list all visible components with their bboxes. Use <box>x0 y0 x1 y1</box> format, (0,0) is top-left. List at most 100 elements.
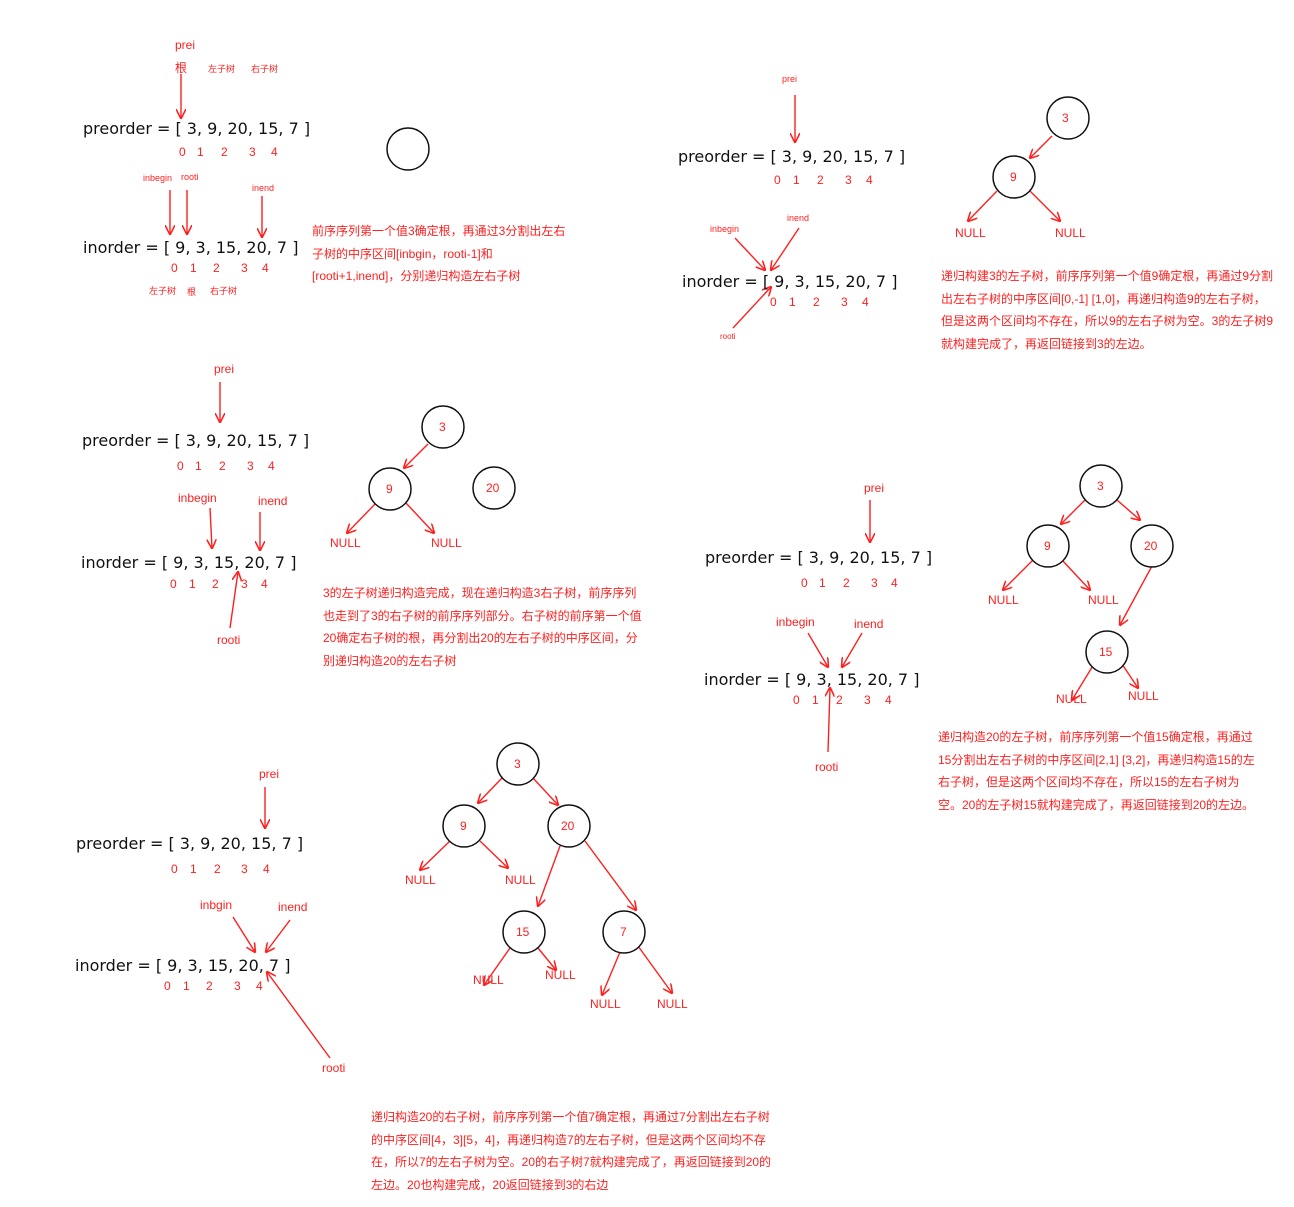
inorder-index-2: 2 <box>206 979 213 993</box>
inorder-index-1: 1 <box>189 577 196 591</box>
inbegin-label: inbegin <box>710 224 740 234</box>
node-3 <box>1046 96 1090 140</box>
preorder-index-1: 1 <box>195 459 202 473</box>
left-subtree-label: 左子树 <box>149 286 177 296</box>
inorder-index-0: 0 <box>170 577 177 591</box>
preorder-index-2: 2 <box>219 459 226 473</box>
node-9-value: 9 <box>1044 539 1051 553</box>
prei-label: prei <box>175 38 196 52</box>
preorder-array: preorder = [ 3, 9, 20, 15, 7 ] <box>76 834 304 853</box>
null-leaf: NULL <box>405 873 436 887</box>
prei-label: prei <box>864 481 885 495</box>
inorder-index-1: 1 <box>183 979 190 993</box>
node-9-value: 9 <box>1010 170 1017 184</box>
step-4-description: 递归构造20的左子树，前序序列第一个值15确定根，再通过15分割出左右子树的中序… <box>938 730 1255 812</box>
preorder-index-3: 3 <box>241 862 248 876</box>
inorder-array: inorder = [ 9, 3, 15, 20, 7 ] <box>83 238 299 257</box>
inorder-index-3: 3 <box>234 979 241 993</box>
preorder-index-2: 2 <box>221 145 228 159</box>
node-20-value: 20 <box>1144 539 1158 553</box>
preorder-index-2: 2 <box>843 576 850 590</box>
preorder-index-0: 0 <box>171 862 178 876</box>
inorder-index-2: 2 <box>213 261 220 275</box>
null-leaf: NULL <box>545 968 576 982</box>
panel-3-tree-edges <box>347 443 434 533</box>
node-15 <box>1085 630 1129 674</box>
node-20-value: 20 <box>486 481 500 495</box>
node-20 <box>472 466 516 510</box>
inorder-index-3: 3 <box>864 693 871 707</box>
inorder-array: inorder = [ 9, 3, 15, 20, 7 ] <box>81 553 297 572</box>
null-leaf: NULL <box>955 226 986 240</box>
node-9 <box>992 155 1036 199</box>
null-leaf: NULL <box>505 873 536 887</box>
panel-1-pointers <box>170 74 262 237</box>
preorder-array: preorder = [ 3, 9, 20, 15, 7 ] <box>705 548 933 567</box>
inend-label: inend <box>787 213 810 223</box>
rooti-label: rooti <box>322 1061 346 1075</box>
panel-4-tree-edges <box>1003 499 1153 700</box>
panel-2-tree-nodes <box>992 96 1090 199</box>
inbegin-label: inbegin <box>143 173 173 183</box>
inbegin-label: inbegin <box>776 615 815 629</box>
inend-label: inend <box>278 900 308 914</box>
panel-2-tree-edges <box>968 135 1060 221</box>
rooti-label: rooti <box>181 172 199 182</box>
root-label: 根 <box>175 61 188 75</box>
inorder-index-3: 3 <box>241 577 248 591</box>
preorder-index-4: 4 <box>891 576 898 590</box>
node-3 <box>496 742 540 786</box>
preorder-array: preorder = [ 3, 9, 20, 15, 7 ] <box>82 431 310 450</box>
preorder-index-3: 3 <box>249 145 256 159</box>
panel-5-tree-nodes <box>442 742 646 954</box>
root-label: 根 <box>187 287 197 297</box>
null-leaf: NULL <box>1056 692 1087 706</box>
inorder-index-0: 0 <box>770 295 777 309</box>
inend-label: inend <box>854 617 884 631</box>
inorder-array: inorder = [ 9, 3, 15, 20, 7 ] <box>704 670 920 689</box>
inorder-index-4: 4 <box>262 261 269 275</box>
panel-5-tree-edges <box>420 777 672 995</box>
null-leaf: NULL <box>1088 593 1119 607</box>
inorder-index-0: 0 <box>164 979 171 993</box>
panel-4-tree-nodes <box>1026 464 1174 674</box>
preorder-index-0: 0 <box>774 173 781 187</box>
preorder-index-2: 2 <box>214 862 221 876</box>
inorder-index-2: 2 <box>212 577 219 591</box>
right-subtree-label: 右子树 <box>251 64 279 74</box>
node-3 <box>1079 464 1123 508</box>
panel-3-pointers <box>210 382 260 629</box>
null-leaf: NULL <box>330 536 361 550</box>
node-20-value: 20 <box>561 819 575 833</box>
inend-label: inend <box>258 494 288 508</box>
preorder-array: preorder = [ 3, 9, 20, 15, 7 ] <box>83 119 311 138</box>
prei-label: prei <box>214 362 235 376</box>
null-leaf: NULL <box>431 536 462 550</box>
inbegin-label: inbegin <box>178 491 217 505</box>
inorder-index-4: 4 <box>261 577 268 591</box>
node-3-value: 3 <box>1097 479 1104 493</box>
rooti-label: rooti <box>217 633 241 647</box>
panel-3-tree-nodes <box>368 405 516 511</box>
inorder-array: inorder = [ 9, 3, 15, 20, 7 ] <box>682 272 898 291</box>
right-subtree-label: 右子树 <box>210 286 238 296</box>
inorder-index-4: 4 <box>256 979 263 993</box>
step-1-description: 前序序列第一个值3确定根，再通过3分割出左右子树的中序区间[inbgin，roo… <box>312 224 566 283</box>
node-9-value: 9 <box>460 819 467 833</box>
prei-label: prei <box>782 74 798 84</box>
inorder-index-0: 0 <box>171 261 178 275</box>
preorder-index-1: 1 <box>819 576 826 590</box>
inbegin-label: inbgin <box>200 898 233 912</box>
node-15 <box>502 910 546 954</box>
node-7 <box>602 910 646 954</box>
prei-label: prei <box>259 767 280 781</box>
preorder-index-3: 3 <box>247 459 254 473</box>
inorder-index-4: 4 <box>862 295 869 309</box>
rooti-label: rooti <box>720 332 736 341</box>
node-9-value: 9 <box>386 482 393 496</box>
null-leaf: NULL <box>473 973 504 987</box>
preorder-index-1: 1 <box>190 862 197 876</box>
node-3-value: 3 <box>439 420 446 434</box>
left-subtree-label: 左子树 <box>208 64 236 74</box>
node-9 <box>442 804 486 848</box>
